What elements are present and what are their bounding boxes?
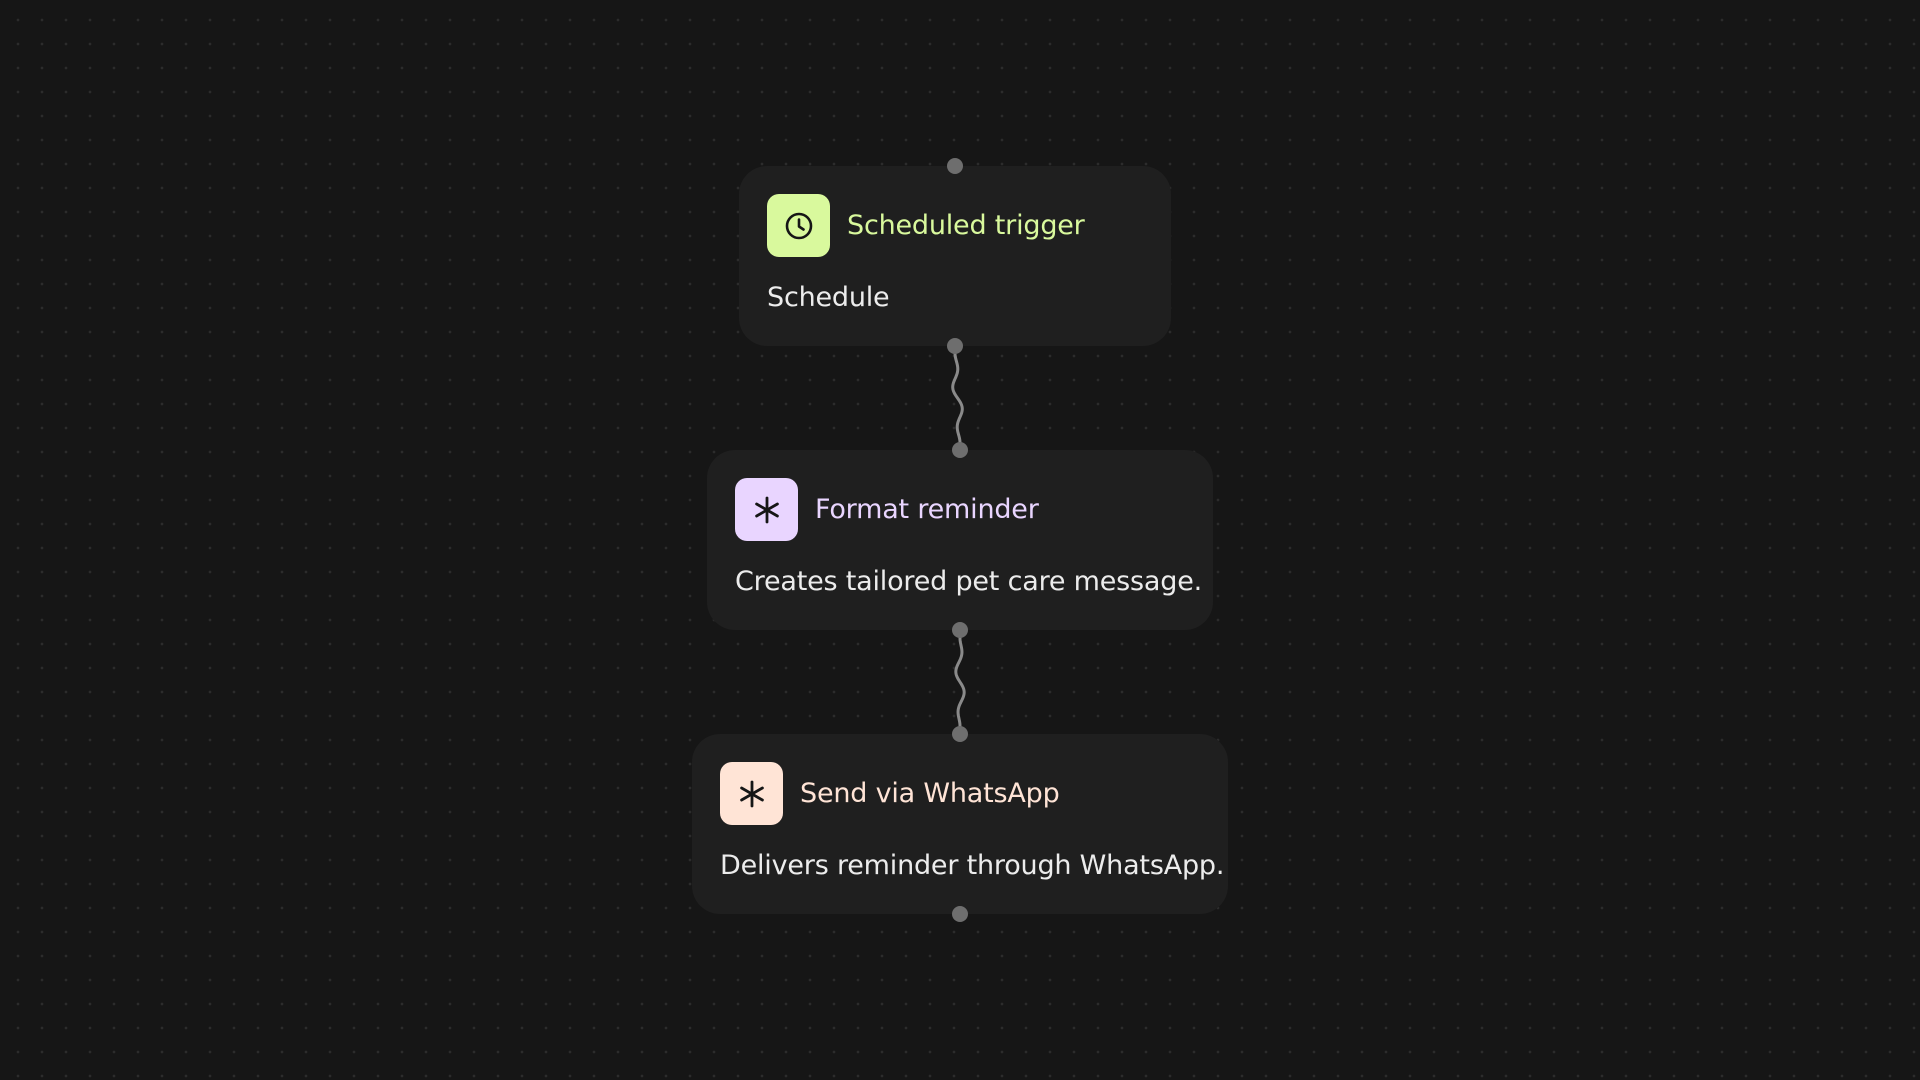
node-description: Delivers reminder through WhatsApp. <box>720 850 1225 881</box>
output-port[interactable] <box>952 906 968 922</box>
node-title: Format reminder <box>815 494 1039 525</box>
output-port[interactable] <box>947 338 963 354</box>
node-title: Send via WhatsApp <box>800 778 1060 809</box>
input-port[interactable] <box>947 158 963 174</box>
input-port[interactable] <box>952 442 968 458</box>
clock-icon <box>767 194 830 257</box>
node-title: Scheduled trigger <box>847 210 1085 241</box>
node-header: Format reminder <box>735 478 1185 541</box>
output-port[interactable] <box>952 622 968 638</box>
asterisk-icon <box>720 762 783 825</box>
node-description: Creates tailored pet care message. <box>735 566 1202 597</box>
node-header: Send via WhatsApp <box>720 762 1200 825</box>
edge-scheduled-trigger-to-format-reminder[interactable] <box>951 352 964 444</box>
node-header: Scheduled trigger <box>767 194 1143 257</box>
edge-format-reminder-to-send-via-whatsapp[interactable] <box>954 636 966 728</box>
input-port[interactable] <box>952 726 968 742</box>
node-description: Schedule <box>767 282 890 313</box>
asterisk-icon <box>735 478 798 541</box>
